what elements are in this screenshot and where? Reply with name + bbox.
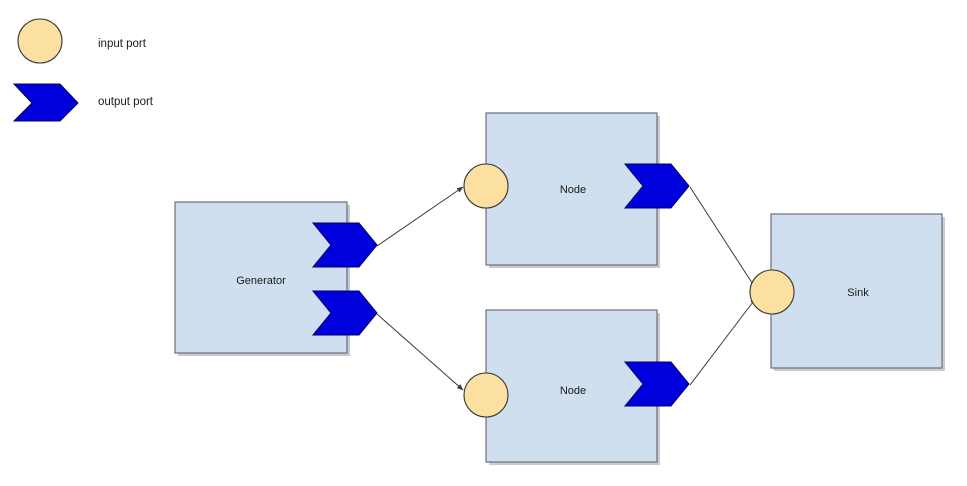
edge-node-top-to-sink [689, 186, 757, 290]
circle-input-port-icon [17, 18, 63, 64]
node-bottom-label: Node [560, 385, 586, 397]
node-sink-label: Sink [847, 287, 869, 299]
node-sink[interactable]: Sink [749, 213, 945, 371]
legend-item-input-port: input port [17, 18, 147, 64]
legend-input-port-label: input port [98, 38, 147, 50]
node-bottom[interactable]: Node [463, 309, 690, 465]
port-group-generator-outputs [311, 222, 378, 336]
edge-generator-to-node-bottom [376, 313, 464, 391]
node-sink-box[interactable] [770, 213, 943, 369]
legend-item-output-port: output port [12, 83, 154, 122]
node-bottom-box[interactable] [485, 309, 658, 463]
node-bottom-output-port-icon[interactable] [623, 361, 690, 407]
generator-output-port-2-icon[interactable] [311, 290, 378, 336]
node-generator[interactable]: Generator [174, 201, 378, 356]
node-sink-input-port-icon[interactable] [749, 269, 795, 315]
node-top-label: Node [560, 184, 586, 196]
node-generator-label: Generator [236, 275, 286, 287]
edges-layer [376, 186, 757, 391]
chevron-output-port-icon [12, 83, 79, 122]
legend: input port output port [12, 18, 154, 122]
generator-output-port-1-icon[interactable] [311, 222, 378, 268]
node-top-input-port-icon[interactable] [463, 163, 509, 209]
edge-node-bottom-to-sink [689, 297, 757, 386]
legend-output-port-label: output port [98, 96, 154, 108]
node-top[interactable]: Node [463, 112, 690, 268]
node-top-output-port-icon[interactable] [623, 163, 690, 209]
edge-generator-to-node-top [376, 186, 464, 247]
node-bottom-input-port-icon[interactable] [463, 372, 509, 418]
